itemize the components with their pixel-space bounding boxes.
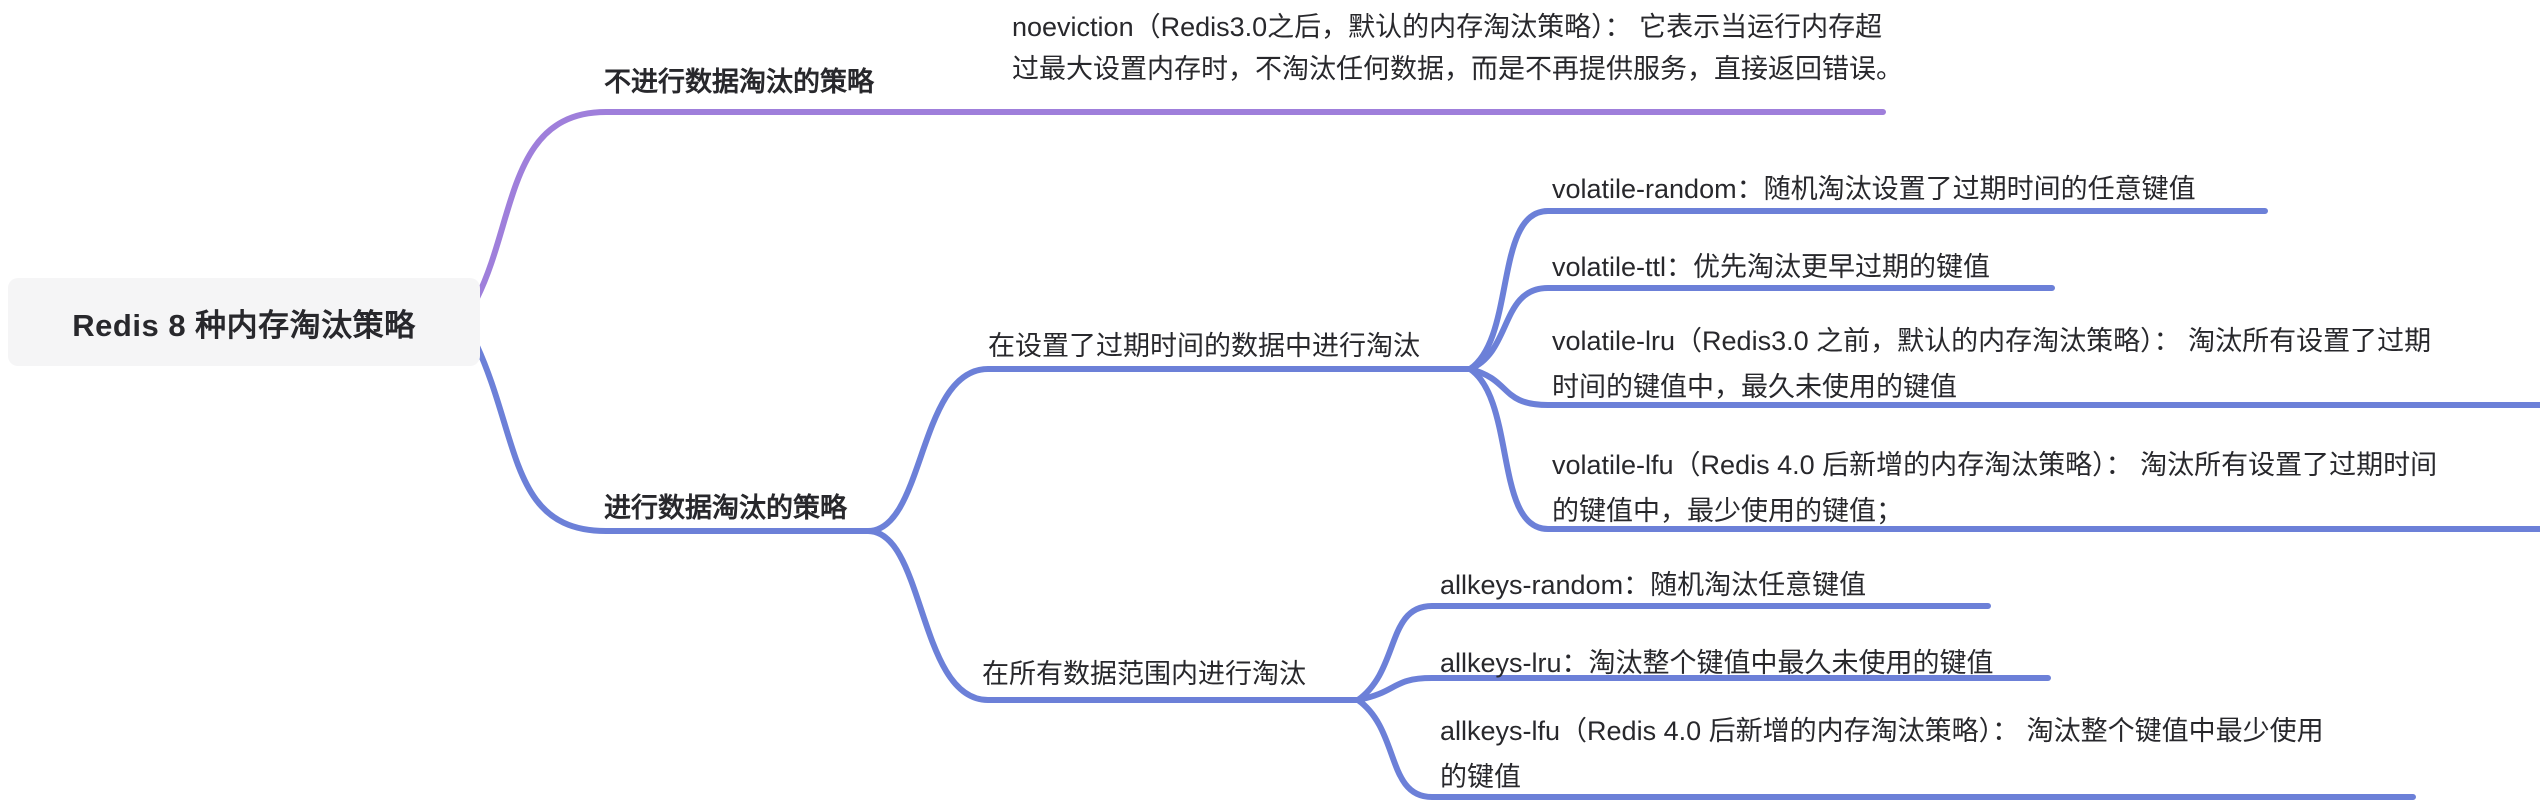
node-eviction-strategy[interactable]: 进行数据淘汰的策略 xyxy=(604,493,847,523)
node-noeviction-line2: 过最大设置内存时，不淘汰任何数据，而是不再提供服务，直接返回错误。 xyxy=(1012,54,1903,84)
root-node-label: Redis 8 种内存淘汰策略 xyxy=(72,307,416,343)
node-volatile-random-text: volatile-random：随机淘汰设置了过期时间的任意键值 xyxy=(1552,174,2196,204)
node-volatile-lfu[interactable]: volatile-lfu（Redis 4.0 后新增的内存淘汰策略）： 淘汰所有… xyxy=(1552,442,2437,534)
root-node[interactable]: Redis 8 种内存淘汰策略 xyxy=(8,278,480,366)
node-allkeys-lfu-line2: 的键值 xyxy=(1440,762,1521,792)
node-noeviction[interactable]: noeviction（Redis3.0之后，默认的内存淘汰策略）： 它表示当运行… xyxy=(1012,6,1903,90)
node-volatile-group[interactable]: 在设置了过期时间的数据中进行淘汰 xyxy=(988,331,1420,361)
node-allkeys-random-text: allkeys-random：随机淘汰任意键值 xyxy=(1440,570,1867,600)
node-allkeys-lru[interactable]: allkeys-lru：淘汰整个键值中最久未使用的键值 xyxy=(1440,640,1994,686)
connector-volatile-group xyxy=(865,366,1473,534)
node-volatile-random[interactable]: volatile-random：随机淘汰设置了过期时间的任意键值 xyxy=(1552,166,2196,212)
node-volatile-lru-line2: 时间的键值中，最久未使用的键值 xyxy=(1552,372,1957,402)
node-volatile-ttl[interactable]: volatile-ttl：优先淘汰更早过期的键值 xyxy=(1552,244,1990,290)
node-allkeys-lfu[interactable]: allkeys-lfu（Redis 4.0 后新增的内存淘汰策略）： 淘汰整个键… xyxy=(1440,708,2324,800)
node-no-eviction-strategy[interactable]: 不进行数据淘汰的策略 xyxy=(604,67,874,97)
node-volatile-ttl-text: volatile-ttl：优先淘汰更早过期的键值 xyxy=(1552,252,1991,282)
node-allkeys-group[interactable]: 在所有数据范围内进行淘汰 xyxy=(982,659,1306,689)
node-allkeys-lru-text: allkeys-lru：淘汰整个键值中最久未使用的键值 xyxy=(1440,648,1994,678)
node-volatile-lfu-line2: 的键值中，最少使用的键值； xyxy=(1552,496,1903,526)
node-allkeys-lfu-line1: allkeys-lfu（Redis 4.0 后新增的内存淘汰策略）： 淘汰整个键… xyxy=(1440,716,2324,746)
node-volatile-lfu-line1: volatile-lfu（Redis 4.0 后新增的内存淘汰策略）： 淘汰所有… xyxy=(1552,450,2438,480)
node-noeviction-line1: noeviction（Redis3.0之后，默认的内存淘汰策略）： 它表示当运行… xyxy=(1012,12,1883,42)
node-volatile-lru[interactable]: volatile-lru（Redis3.0 之前，默认的内存淘汰策略）： 淘汰所… xyxy=(1552,318,2431,410)
node-allkeys-random[interactable]: allkeys-random：随机淘汰任意键值 xyxy=(1440,562,1866,608)
node-volatile-lru-line1: volatile-lru（Redis3.0 之前，默认的内存淘汰策略）： 淘汰所… xyxy=(1552,326,2432,356)
